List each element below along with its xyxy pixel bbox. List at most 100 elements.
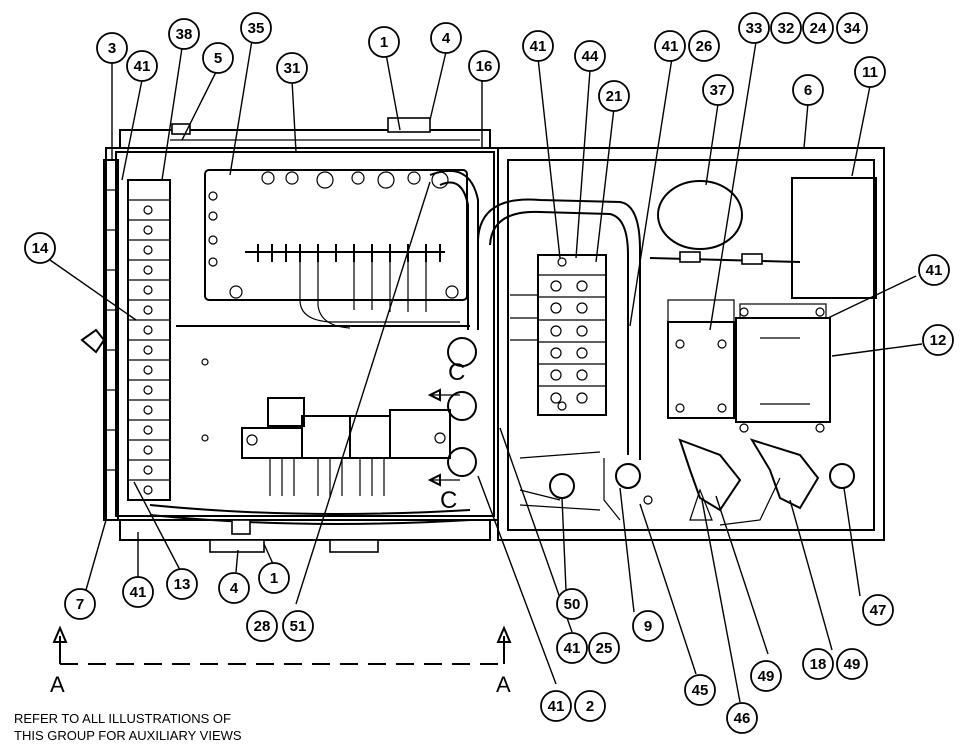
callout-number: 35 bbox=[248, 20, 265, 37]
left-enclosure bbox=[80, 117, 499, 553]
callout-number: 41 bbox=[564, 640, 581, 657]
callout-26: 26 bbox=[688, 30, 720, 62]
section-line-a bbox=[52, 625, 512, 665]
callout-number: 9 bbox=[644, 618, 652, 635]
callout-balloon bbox=[166, 568, 198, 600]
callout-balloon bbox=[726, 702, 758, 734]
callout-number: 16 bbox=[476, 58, 493, 75]
callout-1: 1 bbox=[368, 26, 400, 58]
callout-13: 13 bbox=[166, 568, 198, 600]
callout-balloon bbox=[24, 232, 56, 264]
callout-balloon bbox=[574, 690, 606, 722]
callout-31: 31 bbox=[276, 52, 308, 84]
callout-7: 7 bbox=[64, 588, 96, 620]
callout-balloon bbox=[792, 74, 824, 106]
callout-5: 5 bbox=[202, 42, 234, 74]
callout-balloon bbox=[368, 26, 400, 58]
callout-41: 41 bbox=[556, 632, 588, 664]
callout-number: 1 bbox=[380, 34, 388, 51]
callout-number: 4 bbox=[230, 580, 239, 597]
callout-41: 41 bbox=[522, 30, 554, 62]
callout-16: 16 bbox=[468, 50, 500, 82]
callout-balloon bbox=[802, 648, 834, 680]
callout-50: 50 bbox=[556, 588, 588, 620]
callout-47: 47 bbox=[862, 594, 894, 626]
view-letter-right: A bbox=[496, 672, 511, 697]
callout-number: 25 bbox=[596, 640, 613, 657]
callout-number: 28 bbox=[254, 618, 271, 635]
callout-21: 21 bbox=[598, 80, 630, 112]
callout-balloon bbox=[918, 254, 950, 286]
view-letter-left: A bbox=[50, 672, 65, 697]
callout-balloon bbox=[522, 30, 554, 62]
callout-balloon bbox=[430, 22, 462, 54]
callout-number: 41 bbox=[130, 584, 147, 601]
callout-28: 28 bbox=[246, 610, 278, 642]
callout-balloon bbox=[632, 610, 664, 642]
callout-balloon bbox=[598, 80, 630, 112]
callout-number: 21 bbox=[606, 88, 623, 105]
callout-number: 32 bbox=[778, 20, 795, 37]
callout-balloon bbox=[588, 632, 620, 664]
callout-32: 32 bbox=[770, 12, 802, 44]
callout-number: 18 bbox=[810, 656, 827, 673]
callout-number: 41 bbox=[530, 38, 547, 55]
callout-number: 41 bbox=[548, 698, 565, 715]
callout-2: 2 bbox=[574, 690, 606, 722]
callout-number: 34 bbox=[844, 20, 861, 37]
callout-balloon bbox=[168, 18, 200, 50]
callout-51: 51 bbox=[282, 610, 314, 642]
callout-4: 4 bbox=[218, 572, 250, 604]
callout-41: 41 bbox=[122, 576, 154, 608]
callout-number: 13 bbox=[174, 576, 191, 593]
callout-number: 45 bbox=[692, 682, 709, 699]
callout-balloon bbox=[202, 42, 234, 74]
callout-balloon bbox=[836, 12, 868, 44]
callout-25: 25 bbox=[588, 632, 620, 664]
callout-number: 26 bbox=[696, 38, 713, 55]
callout-number: 5 bbox=[214, 50, 222, 67]
right-enclosure bbox=[477, 147, 885, 541]
callout-balloon bbox=[96, 32, 128, 64]
callout-balloon bbox=[240, 12, 272, 44]
callout-number: 41 bbox=[662, 38, 679, 55]
callout-number: 14 bbox=[32, 240, 49, 257]
callout-balloon bbox=[862, 594, 894, 626]
callout-balloon bbox=[574, 40, 606, 72]
callout-number: 6 bbox=[804, 82, 812, 99]
callout-14: 14 bbox=[24, 232, 56, 264]
callout-number: 51 bbox=[290, 618, 307, 635]
callout-37: 37 bbox=[702, 74, 734, 106]
note-line-2: THIS GROUP FOR AUXILIARY VIEWS bbox=[14, 728, 242, 743]
callout-41: 41 bbox=[654, 30, 686, 62]
callout-46: 46 bbox=[726, 702, 758, 734]
callout-balloon bbox=[922, 324, 954, 356]
section-marker-c-lower: C bbox=[440, 487, 457, 514]
callout-balloon bbox=[258, 562, 290, 594]
callout-41: 41 bbox=[918, 254, 950, 286]
auxiliary-views-note: REFER TO ALL ILLUSTRATIONS OF THIS GROUP… bbox=[14, 710, 242, 744]
callout-number: 7 bbox=[76, 596, 84, 613]
callout-3: 3 bbox=[96, 32, 128, 64]
callout-balloon bbox=[218, 572, 250, 604]
callout-12: 12 bbox=[922, 324, 954, 356]
callout-number: 37 bbox=[710, 82, 727, 99]
callout-balloon bbox=[654, 30, 686, 62]
callout-41: 41 bbox=[126, 50, 158, 82]
callout-9: 9 bbox=[632, 610, 664, 642]
callout-11: 11 bbox=[854, 56, 886, 88]
callout-balloon bbox=[540, 690, 572, 722]
callout-balloon bbox=[556, 588, 588, 620]
callout-balloon bbox=[702, 74, 734, 106]
callout-number: 38 bbox=[176, 26, 193, 43]
callout-38: 38 bbox=[168, 18, 200, 50]
callout-number: 44 bbox=[582, 48, 599, 65]
callout-41: 41 bbox=[540, 690, 572, 722]
callout-6: 6 bbox=[792, 74, 824, 106]
callout-34: 34 bbox=[836, 12, 868, 44]
section-marker-c-upper: C bbox=[448, 359, 465, 386]
callout-balloon bbox=[276, 52, 308, 84]
callout-balloon bbox=[854, 56, 886, 88]
